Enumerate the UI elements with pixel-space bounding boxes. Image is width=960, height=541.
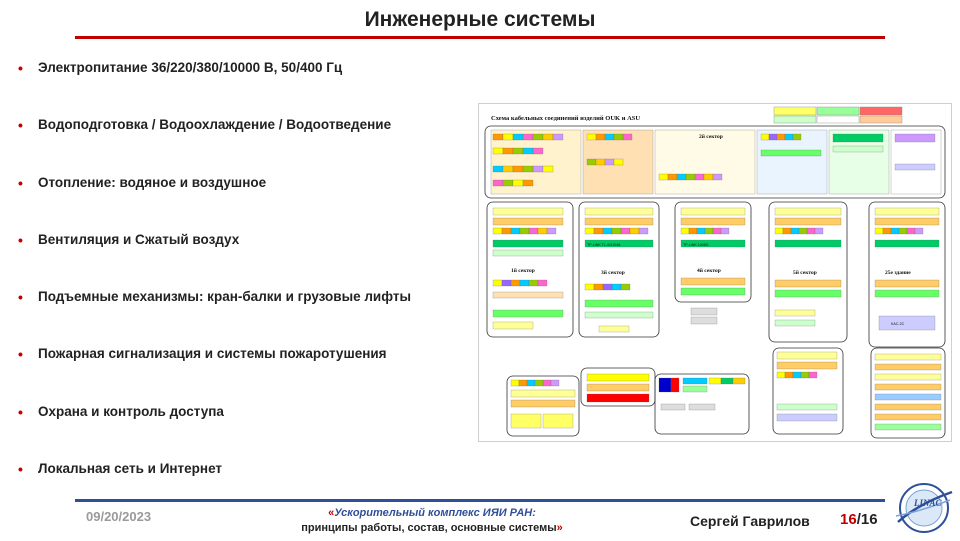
switch-label: TP-LINK 1008G (683, 243, 709, 247)
footer-divider (75, 499, 885, 502)
bullet-icon: • (18, 289, 23, 306)
switch-label: KAC-2C (891, 322, 905, 326)
list-item: • Водоподготовка / Водоохлаждение / Водоо… (18, 109, 488, 166)
page-current: 16 (840, 511, 857, 528)
inr-linac-logo-icon: LINAC (888, 476, 956, 536)
footer-subtitle-line2: принципы работы, состав, основные систем… (301, 522, 557, 534)
list-item: • Подъемные механизмы: кран-балки и грузо… (18, 281, 488, 338)
sector-label: 1й сектор (511, 267, 535, 274)
footer-subtitle-line1: Ускорительный комплекс ИЯИ РАН: (334, 507, 536, 519)
bullet-icon: • (18, 174, 23, 191)
bullet-icon: • (18, 231, 23, 248)
list-item-text: Охрана и контроль доступа (38, 403, 224, 419)
page-separator: / (856, 511, 861, 528)
sector-label: 25е здание (885, 270, 911, 276)
list-item: • Пожарная сигнализация и системы пожарот… (18, 338, 488, 395)
sector-label: 2й сектор (699, 133, 723, 140)
list-item: • Электропитание 36/220/380/10000 В, 50/4… (18, 52, 488, 109)
bullet-icon: • (18, 461, 23, 478)
sector-label: 4й сектор (697, 267, 721, 274)
list-item-text: Пожарная сигнализация и системы пожароту… (38, 346, 387, 362)
bullet-list: • Электропитание 36/220/380/10000 В, 50/4… (18, 52, 488, 510)
sector-label: 3й сектор (601, 269, 625, 276)
footer-subtitle: «Ускорительный комплекс ИЯИ РАН: принцип… (262, 506, 602, 536)
title-underline (75, 36, 885, 39)
list-item: • Отопление: водяное и воздушное (18, 167, 488, 224)
switch-label: TP-LINK TL-SG1048 (587, 243, 620, 247)
list-item-text: Подъемные механизмы: кран-балки и грузов… (38, 289, 412, 305)
bullet-icon: • (18, 117, 23, 134)
footer-date: 09/20/2023 (86, 509, 152, 524)
bullet-icon: • (18, 346, 23, 363)
list-item: • Охрана и контроль доступа (18, 396, 488, 453)
list-item-text: Локальная сеть и Интернет (38, 461, 223, 477)
quote-open: « (328, 507, 335, 519)
logo-text: LINAC (913, 498, 943, 508)
list-item-text: Отопление: водяное и воздушное (38, 174, 267, 190)
sector-label: 5й сектор (793, 269, 817, 276)
bullet-icon: • (18, 60, 23, 76)
bullet-icon: • (18, 403, 23, 420)
list-item-text: Водоподготовка / Водоохлаждение / Водоот… (38, 117, 392, 133)
footer-author: Сергей Гаврилов (690, 513, 810, 529)
list-item-text: Электропитание 36/220/380/10000 В, 50/40… (38, 60, 343, 75)
page-title: Инженерные системы (364, 8, 596, 31)
quote-close: » (556, 522, 563, 534)
list-item-text: Вентиляция и Сжатый воздух (38, 231, 240, 247)
page-number: 16/16 (840, 511, 878, 528)
list-item: • Вентиляция и Сжатый воздух (18, 224, 488, 281)
network-cabling-diagram: Схема кабельных соединений изделий OUK и… (478, 103, 952, 442)
page-total: 16 (860, 511, 878, 528)
list-item: • Локальная сеть и Интернет (18, 453, 488, 510)
diagram-heading: Схема кабельных соединений изделий OUK и… (491, 115, 640, 122)
